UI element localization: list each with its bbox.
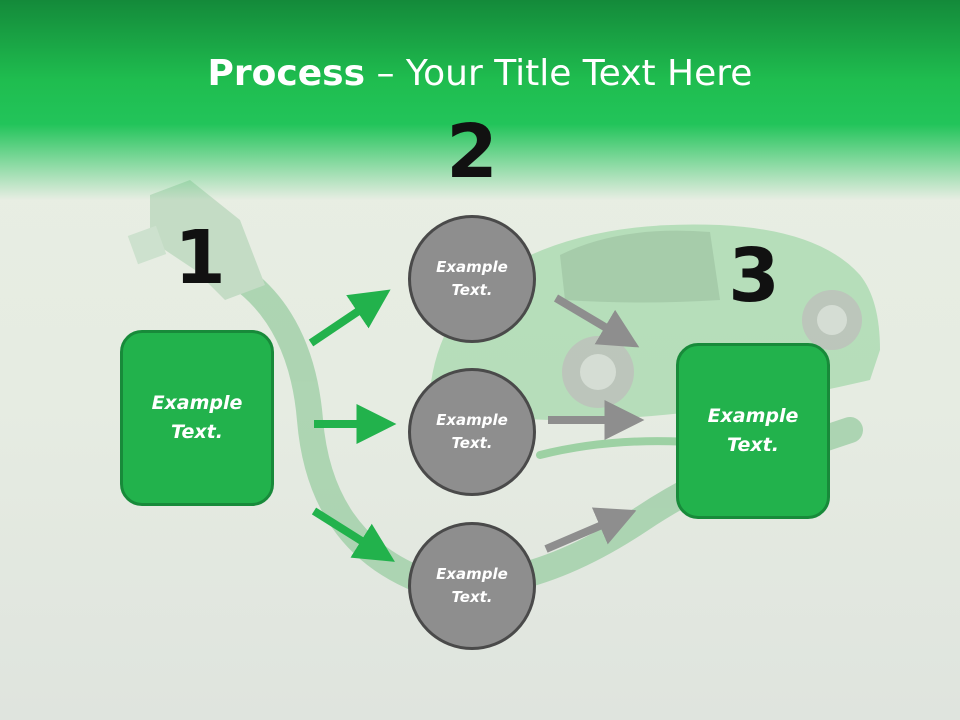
circle-bottom: Example Text. [408,522,536,650]
step-number-2: 2 [446,109,498,195]
plug-shape [150,180,265,300]
step-box-3-text: Example Text. [707,405,799,456]
arrow-gray-up [544,507,637,553]
slide-title: Process – Your Title Text Here [0,52,960,96]
circle-middle-text: Example Text. [436,411,508,452]
circle-bottom-text: Example Text. [436,565,508,606]
car-window [560,230,720,303]
step-number-1: 1 [174,215,226,301]
circle-top-text: Example Text. [436,258,508,299]
title-rest: – Your Title Text Here [365,53,753,94]
title-bold: Process [207,53,366,94]
header-band [0,0,960,200]
step-box-1-text: Example Text. [151,392,243,443]
arrow-green-up [308,289,391,347]
circle-top: Example Text. [408,215,536,343]
step-box-1: Example Text. [120,330,274,506]
circle-middle: Example Text. [408,368,536,496]
arrow-gray-down [553,294,640,348]
arrow-green-down [311,507,395,562]
step-box-3: Example Text. [676,343,830,519]
step-number-3: 3 [728,233,780,319]
